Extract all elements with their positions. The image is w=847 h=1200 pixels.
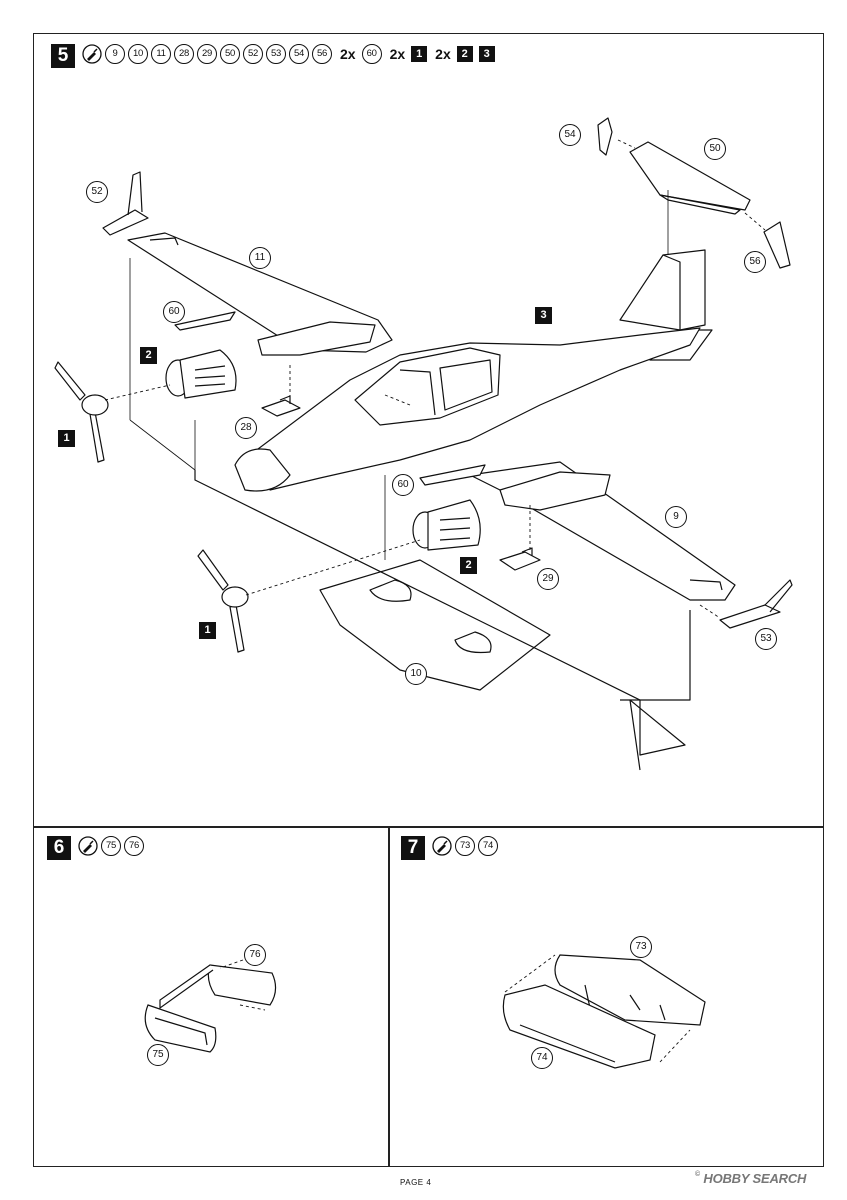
page-number: PAGE 4 xyxy=(400,1178,432,1187)
part-11: 11 xyxy=(151,44,171,64)
step-6-number: 6 xyxy=(47,836,71,860)
vertical-tail xyxy=(619,249,706,331)
part-75: 75 xyxy=(101,836,121,856)
part-53: 53 xyxy=(266,44,286,64)
tag-sub-assembly-1-bottom: 1 xyxy=(199,622,216,639)
canopy xyxy=(354,347,501,426)
part-74-shape xyxy=(502,984,656,1069)
sub-assembly-1: 1 xyxy=(411,46,428,62)
copyright-mark: © xyxy=(695,1171,700,1178)
part-52: 52 xyxy=(243,44,263,64)
tag-sub-assembly-3: 3 xyxy=(535,307,552,324)
callout-part-50: 50 xyxy=(704,138,726,160)
part-60: 60 xyxy=(361,44,382,64)
callout-part-73: 73 xyxy=(630,936,652,958)
step-7-part-list: 73 74 xyxy=(432,836,498,856)
part-29: 29 xyxy=(197,44,217,64)
wingtip-52 xyxy=(102,209,149,236)
multiplier: 2x xyxy=(435,46,451,62)
exhaust-28 xyxy=(261,399,301,417)
left-engine-nacelle xyxy=(165,349,237,399)
horizontal-stabilizer-50 xyxy=(629,141,751,211)
watermark-text: HOBBY SEARCH xyxy=(703,1171,807,1186)
step-5-number: 5 xyxy=(51,44,75,68)
step-6-panel xyxy=(33,826,390,1167)
tail-tip-56 xyxy=(763,221,791,269)
watermark: © HOBBY SEARCH xyxy=(695,1171,806,1186)
part-76: 76 xyxy=(124,836,144,856)
propeller-bottom xyxy=(197,549,249,653)
glue-tube-icon xyxy=(82,44,102,64)
part-10: 10 xyxy=(128,44,148,64)
tag-sub-assembly-1-top: 1 xyxy=(58,430,75,447)
wingtip-53 xyxy=(719,604,781,629)
center-wing-10 xyxy=(319,559,551,691)
exhaust-29 xyxy=(499,551,541,571)
callout-part-60-bottom: 60 xyxy=(392,474,414,496)
part-54: 54 xyxy=(289,44,309,64)
callout-part-52: 52 xyxy=(86,181,108,203)
callout-part-10: 10 xyxy=(405,663,427,685)
callout-part-54: 54 xyxy=(559,124,581,146)
sub-assembly-3: 3 xyxy=(478,46,495,62)
part-74: 74 xyxy=(478,836,498,856)
multiplier: 2x xyxy=(340,46,356,62)
part-76-shape xyxy=(207,964,277,1006)
sub-assembly-2: 2 xyxy=(456,46,473,62)
callout-part-74: 74 xyxy=(531,1047,553,1069)
tag-sub-assembly-2-bottom: 2 xyxy=(460,557,477,574)
right-engine-nacelle xyxy=(412,499,481,551)
callout-part-76: 76 xyxy=(244,944,266,966)
step-5-panel xyxy=(33,33,824,828)
callout-part-56: 56 xyxy=(744,251,766,273)
part-28: 28 xyxy=(174,44,194,64)
nacelle-fairing-60-bottom xyxy=(419,464,486,486)
part-73-shape xyxy=(554,954,706,1026)
nacelle-fairing-60-top xyxy=(174,311,236,331)
fuselage xyxy=(249,327,701,491)
callout-part-53: 53 xyxy=(755,628,777,650)
callout-part-29: 29 xyxy=(537,568,559,590)
part-9: 9 xyxy=(105,44,125,64)
callout-part-9: 9 xyxy=(665,506,687,528)
callout-part-28: 28 xyxy=(235,417,257,439)
step-5-part-list: 9 10 11 28 29 50 52 53 54 56 2x 60 2x 1 … xyxy=(82,44,495,64)
step-7-number: 7 xyxy=(401,836,425,860)
callout-part-75: 75 xyxy=(147,1044,169,1066)
part-50: 50 xyxy=(220,44,240,64)
part-73: 73 xyxy=(455,836,475,856)
tail-tip-54 xyxy=(597,117,613,156)
step-7-panel xyxy=(388,826,824,1167)
nose-cone xyxy=(234,448,291,492)
tag-sub-assembly-2-top: 2 xyxy=(140,347,157,364)
glue-tube-icon xyxy=(78,836,98,856)
callout-part-60-top: 60 xyxy=(163,301,185,323)
glue-tube-icon xyxy=(432,836,452,856)
callout-part-11: 11 xyxy=(249,247,271,269)
part-56: 56 xyxy=(312,44,332,64)
propeller-top xyxy=(54,361,109,463)
step-6-part-list: 75 76 xyxy=(78,836,144,856)
multiplier: 2x xyxy=(389,46,406,62)
